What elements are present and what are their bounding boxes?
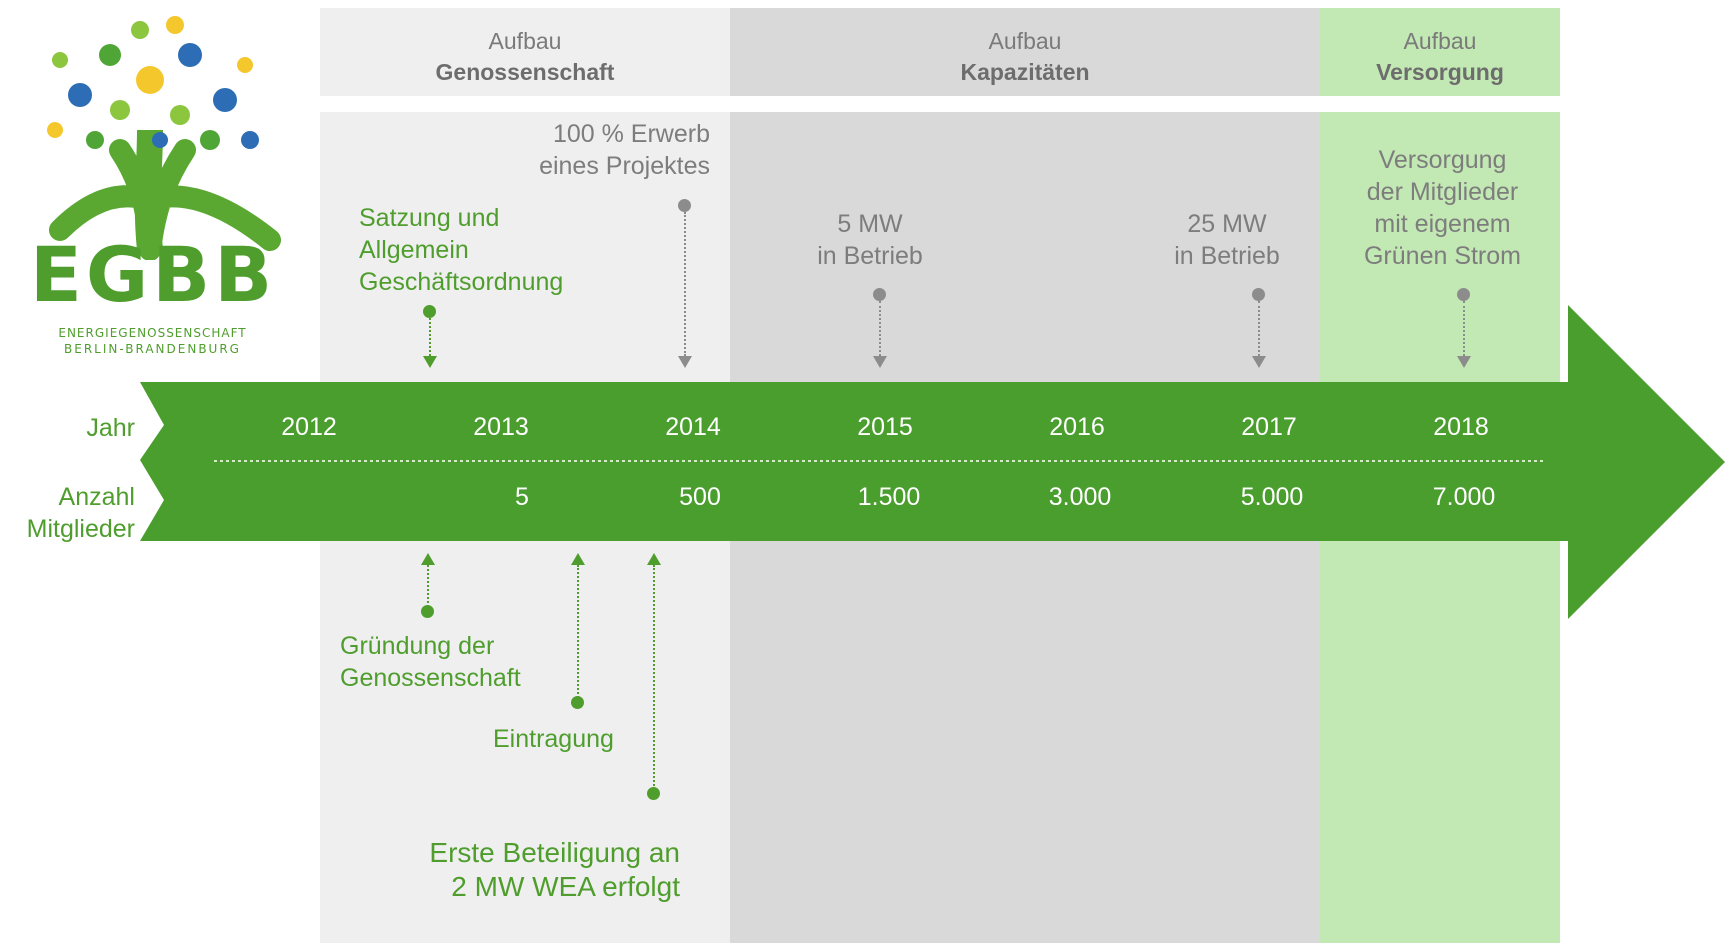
year-label: 2012 (281, 413, 337, 441)
tree-logo-icon (47, 16, 281, 260)
event-gruendung: Gründung der Genossenschaft (340, 630, 600, 694)
event-25mw: 25 MW in Betrieb (1127, 208, 1327, 272)
marker-dot (873, 288, 886, 301)
event-line: in Betrieb (817, 242, 923, 270)
marker-dot (1252, 288, 1265, 301)
arrow-up-icon (571, 553, 585, 565)
event-line: Geschäftsordnung (359, 268, 564, 296)
connector-line (653, 565, 655, 789)
member-count: 1.500 (857, 483, 921, 511)
connector-line (684, 212, 686, 356)
member-count: 3.000 (1048, 483, 1112, 511)
arrow-down-icon (873, 356, 887, 368)
member-count: 500 (679, 483, 721, 511)
phase-title-versorgung: Aufbau Versorgung (1320, 8, 1560, 96)
event-eintragung: Eintragung (493, 723, 693, 755)
marker-dot (421, 605, 434, 618)
event-line: Eintragung (493, 725, 614, 753)
arrow-down-icon (423, 356, 437, 368)
row-label-members-1: Anzahl (58, 483, 135, 511)
phase-header-versorgung (1320, 8, 1560, 96)
event-line: Allgemein (359, 236, 469, 264)
marker-dot (678, 199, 691, 212)
connector-line (1258, 301, 1260, 356)
event-line: Versorgung (1378, 146, 1507, 174)
phase-title: Genossenschaft (435, 59, 615, 85)
logo-line-1: ENERGIEGENOSSENSCHAFT (58, 326, 247, 340)
row-label-members-2: Mitglieder (26, 515, 135, 543)
logo-line-2: BERLIN-BRANDENBURG (64, 342, 241, 356)
connector-line (429, 318, 431, 356)
marker-dot (423, 305, 436, 318)
phase-prefix: Aufbau (988, 28, 1062, 54)
event-satzung: Satzung und Allgemein Geschäftsordnung (359, 202, 619, 298)
member-count: 5.000 (1240, 483, 1304, 511)
event-line: 5 MW (837, 210, 903, 238)
event-line: Erste Beteiligung an (429, 837, 680, 868)
event-line: 25 MW (1187, 210, 1267, 238)
arrow-down-icon (1457, 356, 1471, 368)
arrow-down-icon (678, 356, 692, 368)
member-count: 5 (515, 483, 529, 511)
event-5mw: 5 MW in Betrieb (770, 208, 970, 272)
event-line: Gründung der (340, 632, 495, 660)
year-label: 2018 (1433, 413, 1489, 441)
event-erwerb: 100 % Erwerb eines Projektes (470, 118, 710, 182)
year-label: 2015 (857, 413, 913, 441)
year-label: 2016 (1049, 413, 1105, 441)
phase-title: Kapazitäten (960, 59, 1090, 85)
event-line: in Betrieb (1174, 242, 1280, 270)
year-label: 2013 (473, 413, 529, 441)
year-label: 2017 (1241, 413, 1297, 441)
event-line: 2 MW WEA erfolgt (451, 871, 680, 902)
logo-wordmark: EGBB (30, 230, 277, 319)
arrow-up-icon (647, 553, 661, 565)
connector-line (427, 565, 429, 607)
egbb-logo: EGBB ENERGIEGENOSSENSCHAFT BERLIN-BRANDE… (0, 0, 300, 380)
member-count: 7.000 (1432, 483, 1496, 511)
event-versorgung: Versorgung der Mitglieder mit eigenem Gr… (1325, 144, 1560, 272)
marker-dot (1457, 288, 1470, 301)
phase-title-genossenschaft: Aufbau Genossenschaft (320, 8, 730, 96)
event-line: Grünen Strom (1363, 242, 1521, 270)
event-line: der Mitglieder (1366, 178, 1519, 206)
year-label: 2014 (665, 413, 721, 441)
phase-header-kapazitaeten (730, 8, 1320, 96)
row-label-year: Jahr (86, 414, 135, 442)
arrow-down-icon (1252, 356, 1266, 368)
event-line: 100 % Erwerb (552, 120, 710, 148)
event-beteiligung: Erste Beteiligung an 2 MW WEA erfolgt (380, 836, 680, 904)
arrow-up-icon (421, 553, 435, 565)
event-line: Genossenschaft (340, 664, 521, 692)
connector-line (577, 565, 579, 698)
marker-dot (647, 787, 660, 800)
phase-title: Versorgung (1376, 59, 1504, 85)
connector-line (879, 301, 881, 356)
marker-dot (571, 696, 584, 709)
phase-prefix: Aufbau (488, 28, 562, 54)
phase-header-genossenschaft (320, 8, 730, 96)
event-line: eines Projektes (539, 152, 710, 180)
phase-title-kapazitaeten: Aufbau Kapazitäten (730, 8, 1320, 96)
event-line: mit eigenem (1374, 210, 1511, 238)
event-line: Satzung und (359, 204, 500, 232)
connector-line (1463, 301, 1465, 356)
phase-prefix: Aufbau (1403, 28, 1477, 54)
